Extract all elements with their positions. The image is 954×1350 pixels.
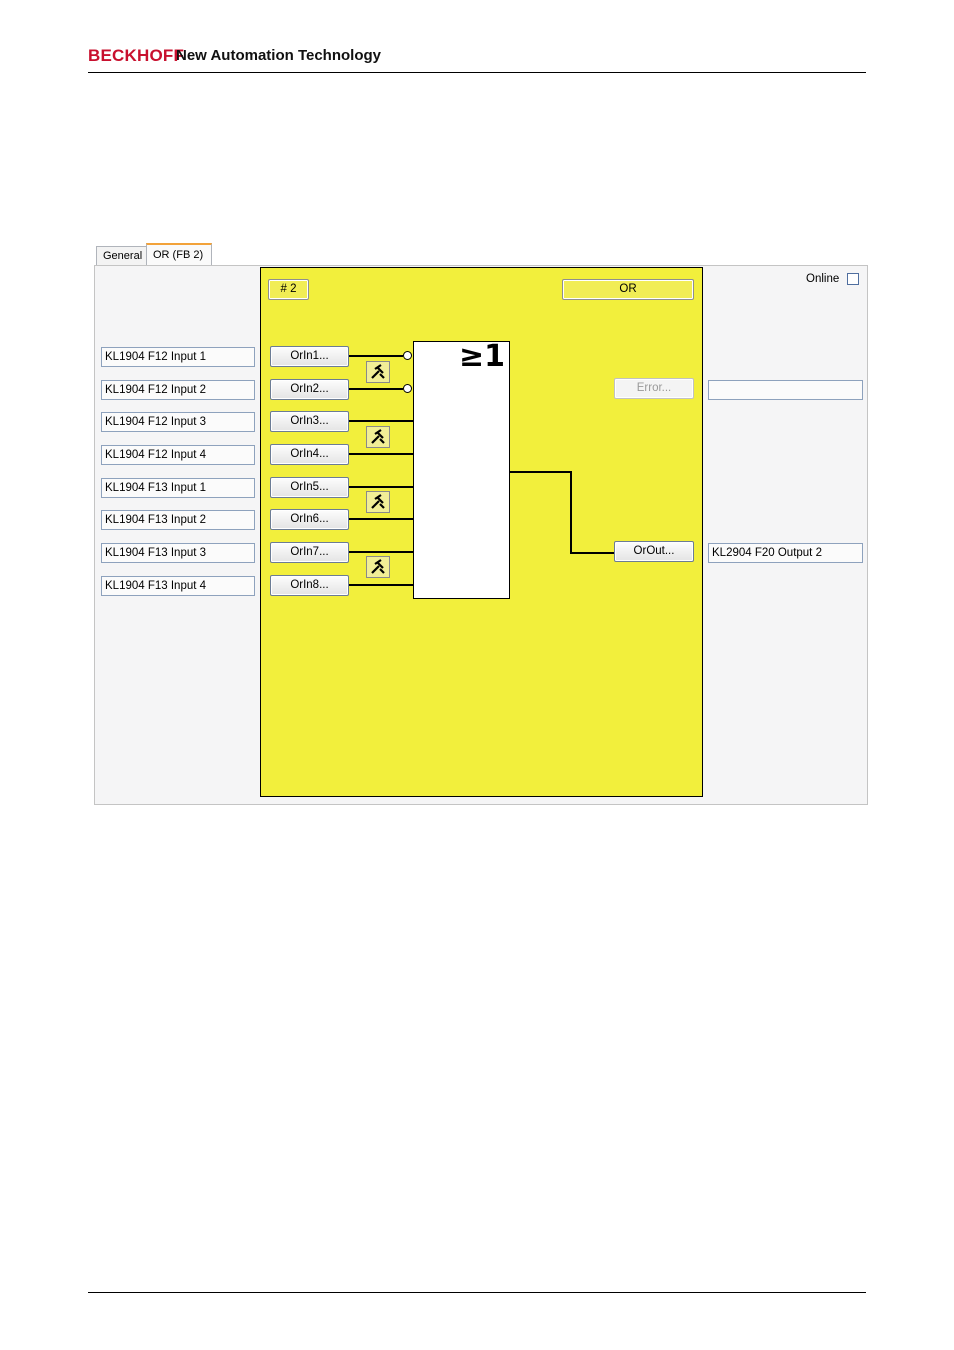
input-wire-6 [349, 518, 413, 520]
tab-general[interactable]: General [96, 246, 148, 266]
page-header: BECKHOFF New Automation Technology [88, 44, 866, 74]
tools-icon [371, 429, 385, 444]
orin7-button[interactable]: OrIn7... [270, 542, 349, 563]
tab-or-fb2[interactable]: OR (FB 2) [146, 243, 212, 267]
input-mapping-8[interactable]: KL1904 F13 Input 4 [101, 576, 255, 596]
input-wire-5 [349, 486, 413, 488]
or-gate: ≥1 [413, 339, 510, 599]
input-pair-4-settings-button[interactable] [366, 556, 390, 578]
orin3-button[interactable]: OrIn3... [270, 411, 349, 432]
block-number-button[interactable]: # 2 [268, 279, 309, 300]
gate-symbol: ≥1 [458, 339, 505, 374]
orin8-button[interactable]: OrIn8... [270, 575, 349, 596]
online-label: Online [806, 273, 840, 285]
input-pair-3-settings-button[interactable] [366, 491, 390, 513]
error-button[interactable]: Error... [614, 378, 694, 399]
online-checkbox[interactable] [847, 273, 859, 285]
input-wire-2 [349, 388, 403, 390]
input-wire-1 [349, 355, 403, 357]
input-wire-3 [349, 420, 413, 422]
footer-rule [88, 1292, 866, 1293]
output-wire-h1 [510, 471, 572, 473]
brand-tagline: New Automation Technology [176, 47, 381, 64]
input-pair-1-settings-button[interactable] [366, 361, 390, 383]
orin1-button[interactable]: OrIn1... [270, 346, 349, 367]
input-wire-4 [349, 453, 413, 455]
input-mapping-1[interactable]: KL1904 F12 Input 1 [101, 347, 255, 367]
input-mapping-6[interactable]: KL1904 F13 Input 2 [101, 510, 255, 530]
input-mapping-3[interactable]: KL1904 F12 Input 3 [101, 412, 255, 432]
input-mapping-7[interactable]: KL1904 F13 Input 3 [101, 543, 255, 563]
error-mapping-field[interactable] [708, 380, 863, 400]
output-wire-h2 [570, 552, 614, 554]
orout-button[interactable]: OrOut... [614, 541, 694, 562]
orin5-button[interactable]: OrIn5... [270, 477, 349, 498]
input-pair-2-settings-button[interactable] [366, 426, 390, 448]
input-wire-8 [349, 584, 413, 586]
tools-icon [371, 364, 385, 379]
block-type-button[interactable]: OR [562, 279, 694, 300]
input-mapping-2[interactable]: KL1904 F12 Input 2 [101, 380, 255, 400]
input-mapping-4[interactable]: KL1904 F12 Input 4 [101, 445, 255, 465]
orin2-button[interactable]: OrIn2... [270, 379, 349, 400]
orin4-button[interactable]: OrIn4... [270, 444, 349, 465]
header-rule [88, 72, 866, 73]
tools-icon [371, 494, 385, 509]
output-wire-v [570, 471, 572, 554]
tools-icon [371, 559, 385, 574]
input-wire-7 [349, 551, 413, 553]
orin6-button[interactable]: OrIn6... [270, 509, 349, 530]
negation-circle-2 [403, 384, 412, 393]
input-mapping-5[interactable]: KL1904 F13 Input 1 [101, 478, 255, 498]
brand-logo: BECKHOFF [88, 46, 185, 65]
negation-circle-1 [403, 351, 412, 360]
output-mapping-field[interactable]: KL2904 F20 Output 2 [708, 543, 863, 563]
